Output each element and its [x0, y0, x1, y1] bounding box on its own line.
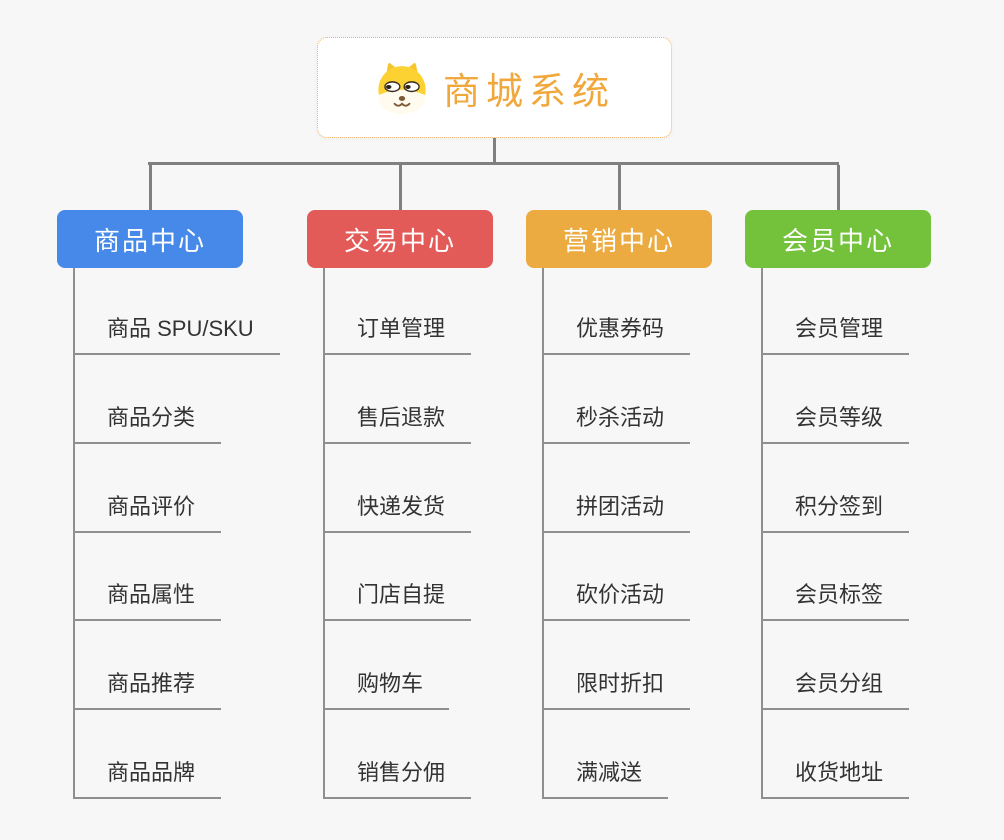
branch-item[interactable]: 砍价活动	[542, 579, 691, 622]
branch-item[interactable]: 积分签到	[761, 491, 910, 533]
connector-drop-2	[617, 165, 621, 210]
branch-spine-line	[323, 268, 325, 799]
branch-column: 商品中心 商品 SPU/SKU 商品分类商品评价商品属性商品推荐商品品牌	[57, 210, 307, 810]
branch-label-1: 交易中心	[343, 225, 456, 256]
connector-bus	[148, 162, 839, 165]
dog-face-icon	[374, 60, 430, 116]
branch-item[interactable]: 会员标签	[761, 579, 910, 622]
branch-spine-line	[542, 268, 544, 799]
root-title: 商城系统	[443, 70, 615, 112]
branch-item[interactable]: 销售分佣	[323, 757, 472, 799]
branch-label-3: 会员中心	[781, 225, 894, 256]
branch-item[interactable]: 商品推荐	[73, 668, 222, 711]
branch-item[interactable]: 会员分组	[761, 668, 910, 711]
branch-item[interactable]: 商品 SPU/SKU	[73, 313, 280, 355]
connector-root-stub	[493, 138, 496, 164]
branch-item[interactable]: 会员等级	[761, 402, 910, 444]
branch-column: 交易中心 订单管理售后退款快递发货门店自提购物车销售分佣	[307, 210, 557, 810]
branch-node-2[interactable]: 营销中心	[526, 210, 712, 268]
branch-item[interactable]: 门店自提	[323, 579, 472, 622]
branch-item[interactable]: 优惠券码	[542, 313, 691, 355]
connector-drop-0	[148, 165, 152, 210]
branch-label-2: 营销中心	[562, 225, 675, 256]
branch-item[interactable]: 售后退款	[323, 402, 472, 444]
branch-item[interactable]: 订单管理	[323, 313, 472, 355]
branch-node-1[interactable]: 交易中心	[307, 210, 493, 268]
branch-item[interactable]: 商品分类	[73, 402, 222, 444]
branch-item[interactable]: 商品品牌	[73, 757, 222, 799]
branch-item[interactable]: 收货地址	[761, 757, 910, 799]
branch-label-0: 商品中心	[93, 225, 206, 256]
connector-drop-1	[398, 165, 402, 210]
branch-item[interactable]: 快递发货	[323, 491, 472, 533]
branch-column: 营销中心 优惠券码秒杀活动拼团活动砍价活动限时折扣满减送	[526, 210, 776, 810]
branch-item[interactable]: 购物车	[323, 668, 450, 711]
branch-spine-line	[761, 268, 763, 799]
branch-node-3[interactable]: 会员中心	[745, 210, 931, 268]
root-node[interactable]: 商城系统	[317, 37, 672, 138]
branch-item[interactable]: 秒杀活动	[542, 402, 691, 444]
connector-drop-3	[836, 165, 840, 210]
branch-node-0[interactable]: 商品中心	[57, 210, 243, 268]
branch-item[interactable]: 满减送	[542, 757, 669, 799]
branch-item[interactable]: 商品评价	[73, 491, 222, 533]
branch-item[interactable]: 拼团活动	[542, 491, 691, 533]
branch-spine-line	[73, 268, 75, 799]
branch-item[interactable]: 限时折扣	[542, 668, 691, 711]
branch-column: 会员中心 会员管理会员等级积分签到会员标签会员分组收货地址	[745, 210, 995, 810]
branch-item[interactable]: 商品属性	[73, 579, 222, 622]
branch-item[interactable]: 会员管理	[761, 313, 910, 355]
